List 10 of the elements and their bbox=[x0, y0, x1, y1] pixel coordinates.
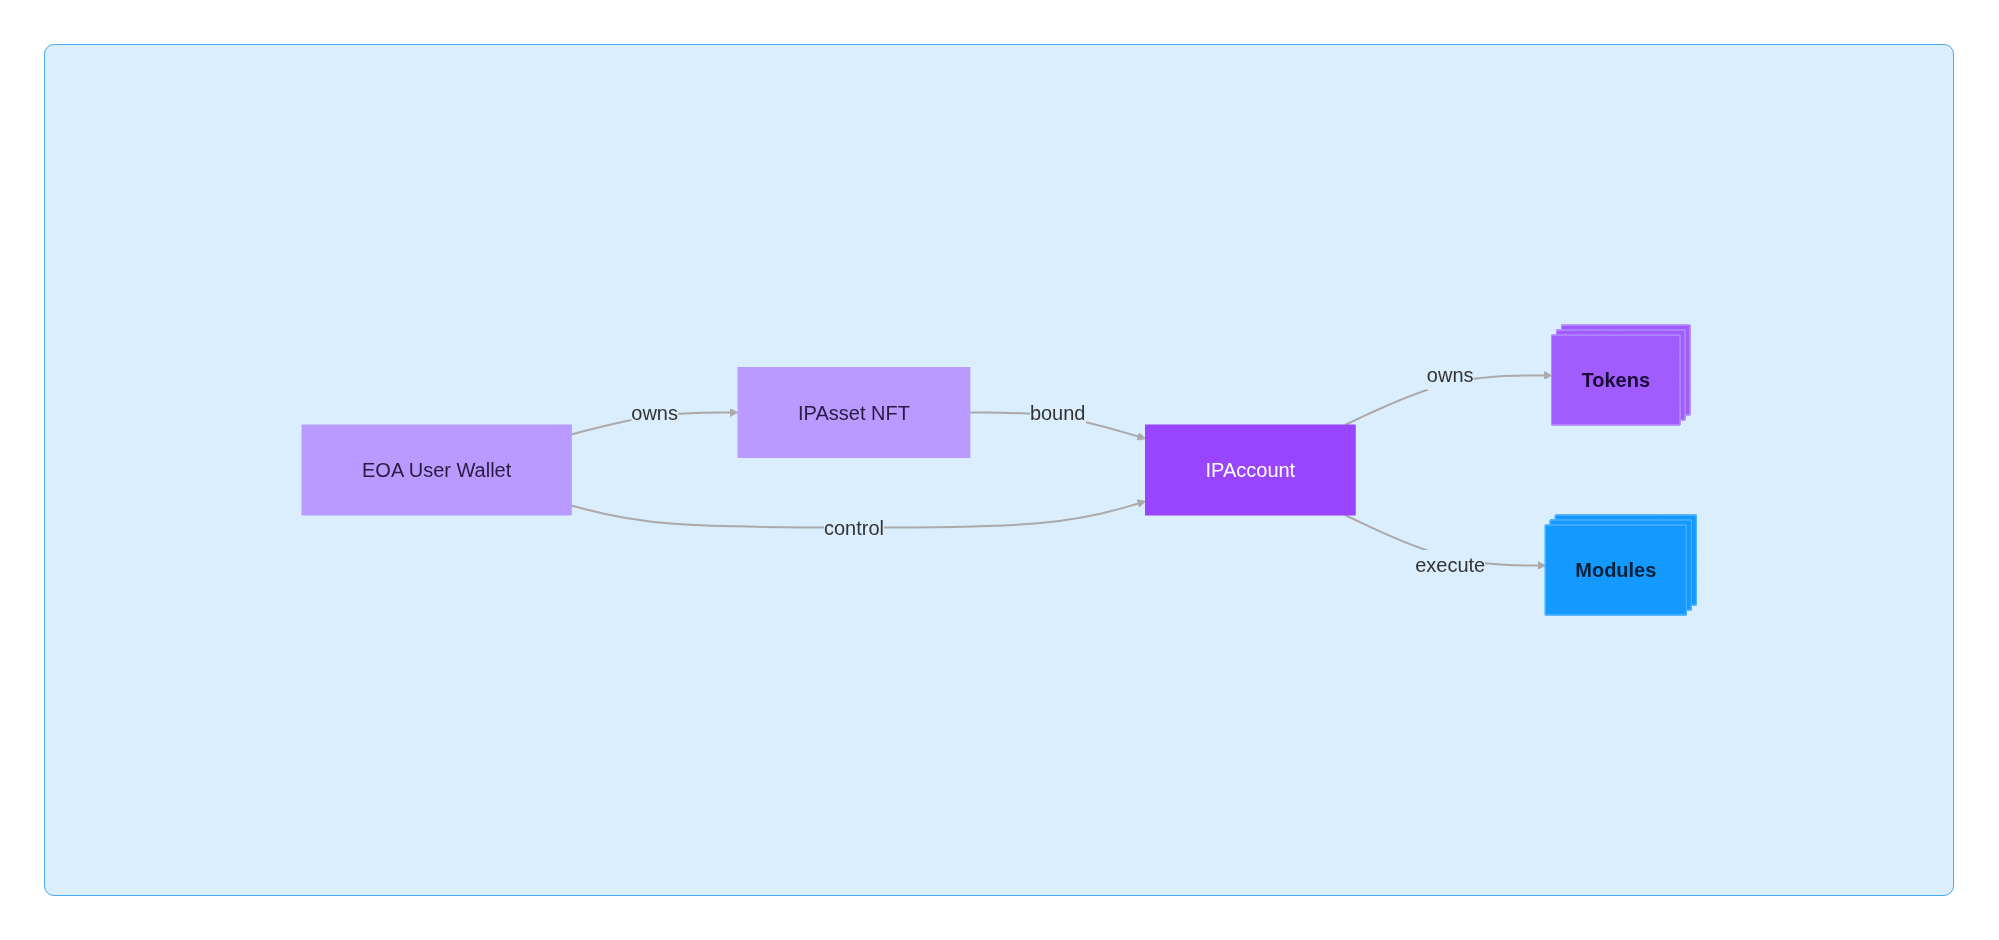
node-box bbox=[1144, 424, 1356, 516]
edge-label: execute bbox=[1415, 554, 1486, 576]
arrow bbox=[570, 499, 1146, 529]
node-box bbox=[737, 367, 971, 458]
node-box bbox=[301, 424, 572, 516]
edge-label: owns bbox=[631, 401, 678, 424]
edge-label: bound bbox=[1029, 401, 1086, 424]
edge-label: owns bbox=[1426, 364, 1474, 386]
edge-label: control bbox=[823, 516, 884, 539]
card-background: owns bound control owns execute EOA User Wallet IPAsset NFT IPAccount Tokens Modules bbox=[44, 44, 1954, 896]
